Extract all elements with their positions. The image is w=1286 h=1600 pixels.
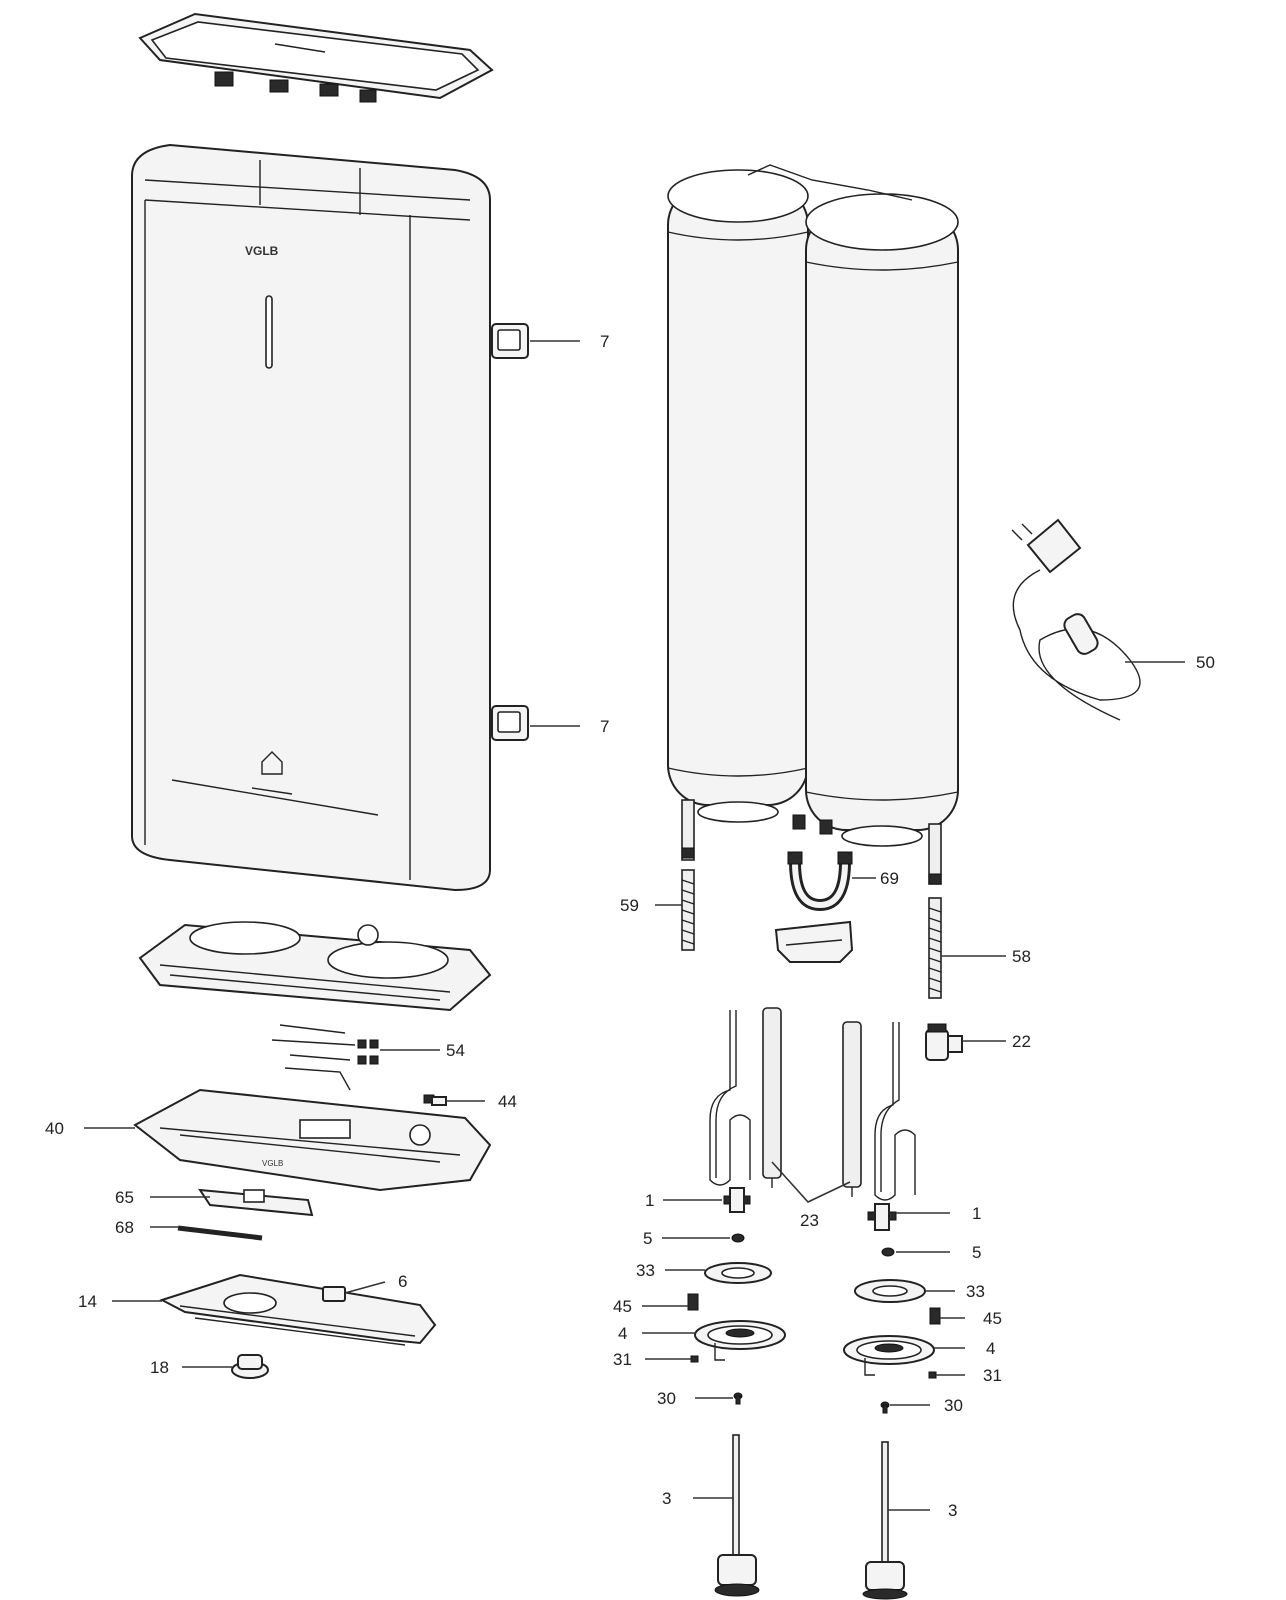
callout-68: 68 xyxy=(115,1218,134,1237)
gasket-33-left xyxy=(704,1262,772,1284)
outer-casing: VGLB xyxy=(131,143,491,892)
callout-7-lower: 7 xyxy=(600,717,609,736)
callout-5-left: 5 xyxy=(643,1229,652,1248)
seal-strip xyxy=(177,1225,263,1241)
casing-indicator-slot xyxy=(265,295,273,369)
callout-4-left: 4 xyxy=(618,1324,627,1343)
screw-45-right xyxy=(929,1307,941,1325)
part-31-right xyxy=(928,1371,937,1379)
part-31-left xyxy=(690,1355,699,1363)
tank-right xyxy=(792,193,959,885)
callout-30-right: 30 xyxy=(944,1396,963,1415)
anode-rod-59 xyxy=(681,869,695,951)
callout-1-right: 1 xyxy=(972,1204,981,1223)
callout-30-left: 30 xyxy=(657,1389,676,1408)
callout-44: 44 xyxy=(498,1092,517,1111)
thermostat-3-right xyxy=(862,1441,908,1600)
safety-valve xyxy=(925,1023,963,1061)
callout-23: 23 xyxy=(800,1211,819,1230)
wall-bracket-upper xyxy=(491,323,529,359)
pin-30-left xyxy=(733,1392,743,1405)
callout-40: 40 xyxy=(45,1119,64,1138)
callout-1-left: 1 xyxy=(645,1191,654,1210)
casing-house-icon xyxy=(261,751,283,775)
callout-18: 18 xyxy=(150,1358,169,1377)
gasket-33-right xyxy=(854,1279,926,1303)
heating-element-left xyxy=(709,1010,751,1213)
wire-harness xyxy=(271,1024,379,1091)
heating-element-right xyxy=(867,1022,916,1231)
anode-left xyxy=(762,1007,782,1188)
callout-3-right: 3 xyxy=(948,1501,957,1520)
connector-cover xyxy=(774,920,854,963)
thermostat-3-left xyxy=(714,1434,760,1597)
anode-right xyxy=(842,1021,862,1197)
mounting-plate xyxy=(159,1273,437,1346)
callout-22: 22 xyxy=(1012,1032,1031,1051)
control-bracket xyxy=(198,1188,314,1217)
callout-4-right: 4 xyxy=(986,1339,995,1358)
washer-5-right xyxy=(881,1247,895,1257)
bottom-cover: VGLB xyxy=(133,1088,492,1192)
callout-14: 14 xyxy=(78,1292,97,1311)
callout-45-left: 45 xyxy=(613,1297,632,1316)
u-connector-pipe xyxy=(787,851,853,912)
pin-30-right xyxy=(880,1401,890,1414)
flange-4-left xyxy=(694,1320,786,1361)
callout-31-left: 31 xyxy=(613,1350,632,1369)
callouts: 7 7 50 69 59 58 22 54 44 40 65 68 6 14 1… xyxy=(45,332,1215,1520)
callout-6: 6 xyxy=(398,1272,407,1291)
callout-7-upper: 7 xyxy=(600,332,609,351)
callout-33-right: 33 xyxy=(966,1282,985,1301)
callout-59: 59 xyxy=(620,896,639,915)
wall-bracket-lower xyxy=(491,705,529,741)
anode-rod-58 xyxy=(928,897,942,999)
casing-logo: VGLB xyxy=(245,244,279,258)
top-cover xyxy=(138,12,494,103)
cover-logo: VGLB xyxy=(262,1159,283,1168)
leader-lines xyxy=(84,340,1185,1511)
power-cord xyxy=(1011,518,1141,721)
tank-cable xyxy=(747,164,913,201)
small-clip xyxy=(423,1094,447,1106)
flange-4-right xyxy=(843,1335,935,1376)
callout-3-left: 3 xyxy=(662,1489,671,1508)
callout-65: 65 xyxy=(115,1188,134,1207)
callout-5-right: 5 xyxy=(972,1243,981,1262)
nut-6 xyxy=(322,1286,346,1302)
knob-18 xyxy=(231,1354,269,1379)
bottom-frame xyxy=(138,921,492,1012)
callout-45-right: 45 xyxy=(983,1309,1002,1328)
callout-54: 54 xyxy=(446,1041,465,1060)
tank-left xyxy=(667,169,809,861)
washer-5-left xyxy=(731,1233,745,1243)
callout-50: 50 xyxy=(1196,653,1215,672)
callout-58: 58 xyxy=(1012,947,1031,966)
callout-69: 69 xyxy=(880,869,899,888)
callout-33-left: 33 xyxy=(636,1261,655,1280)
screw-45-left xyxy=(687,1293,699,1311)
callout-31-right: 31 xyxy=(983,1366,1002,1385)
